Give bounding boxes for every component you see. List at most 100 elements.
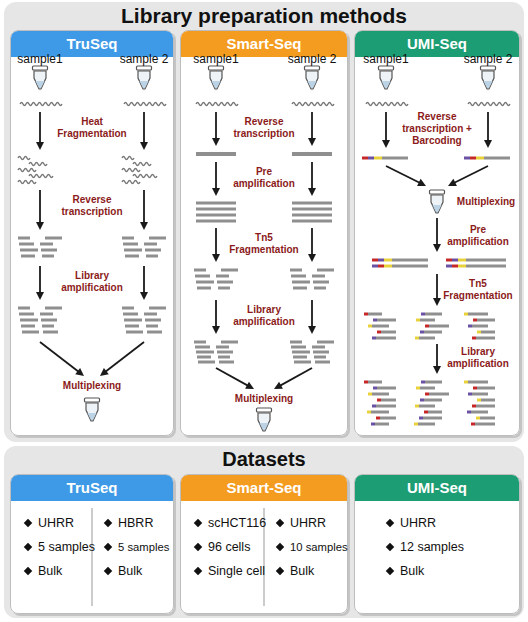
tube-lid	[257, 408, 272, 412]
tube-body	[306, 71, 318, 89]
arrow-head	[308, 254, 316, 262]
rna-strand	[18, 169, 36, 172]
dataset-item: 5 samples	[23, 539, 95, 555]
cdna-fragment	[381, 331, 396, 334]
cdna-fragment	[374, 157, 382, 160]
cdna-fragment	[313, 281, 329, 284]
step-arrow	[39, 190, 41, 224]
cdna-fragment	[21, 325, 35, 328]
cdna-fragment	[473, 319, 477, 322]
cdna-fragment	[376, 417, 380, 420]
arrow-head	[308, 138, 316, 146]
dataset-item: Single cell	[193, 563, 265, 579]
cdna-fragment	[476, 417, 480, 420]
arrow-head	[448, 179, 457, 186]
rna-strand	[29, 163, 47, 166]
cdna-fragment	[126, 331, 143, 334]
tube-body	[210, 71, 222, 89]
tube-lid	[481, 66, 496, 70]
tube-lid	[209, 66, 224, 70]
cdna-fragment	[144, 313, 157, 316]
arrow-head	[212, 254, 220, 262]
step-arrow	[311, 228, 313, 256]
cdna-fragment	[216, 275, 229, 278]
cdna-fragment	[196, 152, 236, 156]
cdna-fragment	[290, 269, 302, 272]
cdna-fragment	[377, 399, 381, 402]
arrow-head	[308, 326, 316, 334]
cdna-fragment	[221, 341, 238, 344]
arrow-head	[433, 244, 441, 252]
sample-label: sample1	[356, 52, 416, 66]
cdna-fragment	[292, 152, 332, 156]
dataset-item: scHCT116	[193, 515, 266, 531]
cdna-fragment	[293, 287, 307, 290]
step-arrow	[40, 342, 79, 372]
cdna-fragment	[195, 346, 210, 349]
cdna-fragment	[123, 243, 138, 246]
cdna-fragment	[372, 337, 376, 340]
cdna-fragment	[368, 157, 374, 160]
cdna-fragment	[468, 393, 472, 396]
cdna-fragment	[144, 243, 157, 246]
cdna-fragment	[19, 313, 34, 316]
arrow-head	[433, 298, 441, 306]
rna-strand	[29, 175, 53, 178]
step-label: Reverse transcription + Barcoding	[397, 111, 477, 147]
cdna-fragment	[392, 259, 428, 262]
tube-body	[482, 71, 494, 89]
arrow-head	[212, 326, 220, 334]
cdna-fragment	[20, 319, 38, 322]
cdna-fragment	[384, 265, 392, 268]
cdna-fragment	[476, 157, 484, 160]
tube-liquid	[484, 81, 493, 88]
cdna-fragment	[471, 423, 475, 426]
cdna-fragment	[315, 361, 330, 364]
dataset-box: TruSeqUHRR5 samplesBulkHBRR5 samplesBulk	[10, 474, 174, 614]
cdna-fragment	[416, 319, 420, 322]
cdna-fragment	[420, 387, 435, 390]
cdna-fragment	[452, 259, 458, 262]
cdna-fragment	[414, 423, 418, 426]
step-label: Library amplification	[52, 270, 132, 294]
cdna-fragment	[371, 423, 375, 426]
cdna-fragment	[124, 249, 142, 252]
arrow-head	[433, 366, 441, 374]
step-arrow	[143, 266, 145, 294]
cdna-fragment	[378, 259, 384, 262]
cdna-fragment	[367, 411, 371, 414]
cdna-fragment	[194, 341, 206, 344]
cdna-fragment	[20, 249, 38, 252]
rna-strand	[133, 163, 151, 166]
cdna-fragment	[419, 405, 435, 408]
step-label: Reverse transcription	[224, 116, 304, 140]
step-arrow	[436, 218, 438, 246]
dataset-item: Bulk	[385, 563, 424, 579]
method-header: Smart-Seq	[181, 475, 347, 501]
tube-liquid	[36, 81, 45, 88]
step-arrow	[436, 274, 438, 300]
cdna-fragment	[377, 319, 396, 322]
cdna-fragment	[198, 361, 215, 364]
cdna-fragment	[364, 313, 368, 316]
cdna-fragment	[197, 356, 211, 359]
cdna-fragment	[415, 337, 419, 340]
cdna-fragment	[372, 405, 376, 408]
cdna-fragment	[473, 387, 477, 390]
step-arrow	[216, 368, 249, 386]
step-arrow	[215, 162, 217, 190]
dataset-item: 5 samples	[103, 539, 169, 555]
cdna-fragment	[377, 387, 396, 390]
cdna-fragment	[424, 411, 428, 414]
cdna-fragment	[122, 307, 134, 310]
cdna-fragment	[458, 265, 466, 268]
cdna-fragment	[43, 331, 58, 334]
cdna-fragment	[45, 307, 62, 310]
step-label: Tn5 Fragmentation	[443, 278, 513, 302]
cdna-fragment	[376, 337, 396, 340]
cdna-fragment	[292, 281, 310, 284]
tube-body	[86, 403, 98, 421]
cdna-fragment	[480, 417, 495, 420]
cdna-fragment	[317, 341, 334, 344]
tube-liquid	[88, 413, 97, 420]
